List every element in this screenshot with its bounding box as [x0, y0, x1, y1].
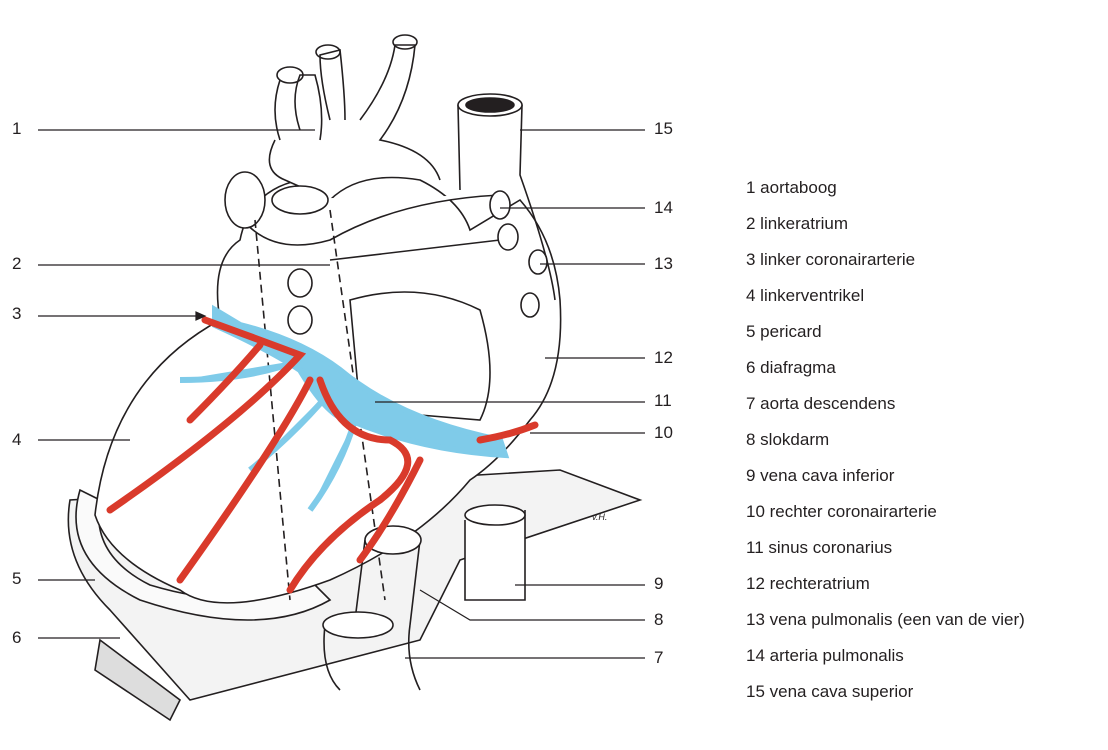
legend-item: 13 vena pulmonalis (een van de vier) — [746, 610, 1025, 629]
label-14: 14 — [654, 198, 673, 217]
label-8: 8 — [654, 610, 664, 629]
label-13: 13 — [654, 254, 673, 273]
legend-item: 1 aortaboog — [746, 178, 837, 197]
legend: 1 aortaboog 2 linkeratrium 3 linker coro… — [746, 178, 1025, 718]
coronary-arteries — [106, 316, 539, 594]
label-6: 6 — [12, 628, 22, 647]
aortic-arch — [268, 44, 441, 201]
legend-item: 11 sinus coronarius — [746, 538, 893, 557]
legend-item: 14 arteria pulmonalis — [746, 646, 904, 665]
label-3: 3 — [12, 304, 22, 323]
legend-item: 15 vena cava superior — [746, 682, 914, 701]
label-4: 4 — [12, 430, 22, 449]
label-5: 5 — [12, 569, 22, 588]
pulmonary-veins — [287, 190, 548, 335]
label-2: 2 — [12, 254, 22, 273]
artist-signature: v.H. — [592, 512, 608, 522]
right-atrium — [349, 291, 491, 421]
legend-item: 6 diafragma — [746, 358, 836, 377]
label-7: 7 — [654, 648, 664, 667]
label-10: 10 — [654, 423, 673, 442]
legend-item: 5 pericard — [746, 322, 822, 341]
legend-item: 7 aorta descendens — [746, 394, 896, 413]
descending-aorta — [323, 624, 421, 691]
legend-item: 8 slokdarm — [746, 430, 830, 449]
label-1: 1 — [12, 119, 22, 138]
legend-item: 9 vena cava inferior — [746, 466, 895, 485]
superior-vena-cava — [457, 104, 556, 301]
label-15: 15 — [654, 119, 673, 138]
label-9: 9 — [654, 574, 664, 593]
legend-item: 3 linker coronairarterie — [746, 250, 916, 269]
pericardium — [75, 488, 332, 621]
legend-item: 2 linkeratrium — [746, 214, 849, 233]
label-12: 12 — [654, 348, 673, 367]
legend-item: 4 linkerventrikel — [746, 286, 865, 305]
label-11: 11 — [654, 391, 672, 410]
inferior-vena-cava — [464, 510, 526, 601]
legend-item: 10 rechter coronairarterie — [746, 502, 937, 521]
legend-item: 12 rechteratrium — [746, 574, 870, 593]
